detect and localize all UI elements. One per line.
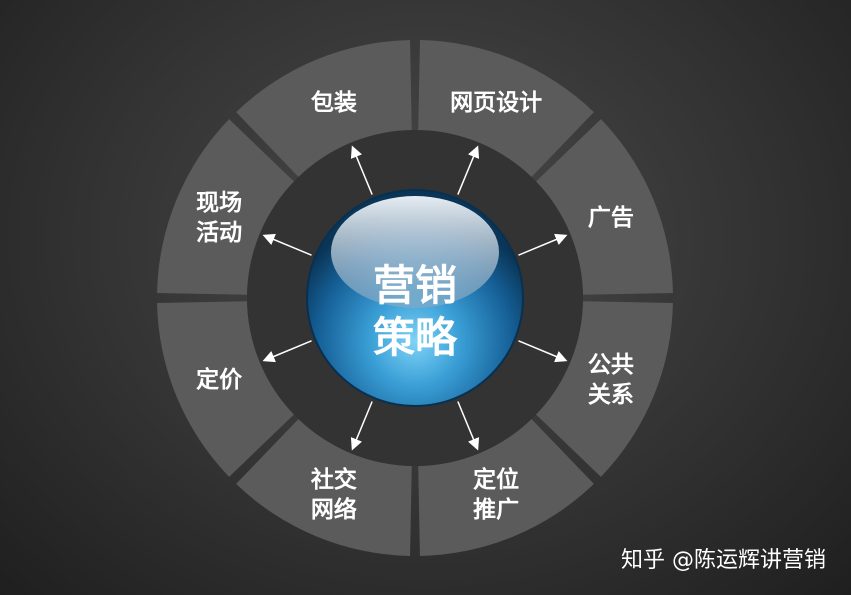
segment-7: [236, 40, 412, 177]
segment-2: [536, 301, 673, 477]
arrow-5: [262, 340, 312, 363]
segment-4: [236, 419, 412, 556]
segment-label-6-line-1: 活动: [196, 220, 242, 246]
segment-label-6-line-0: 现场: [196, 190, 242, 216]
segment-label-3-line-0: 定位: [473, 466, 519, 493]
segment-ring: [157, 40, 673, 556]
arrow-6: [262, 233, 312, 256]
arrow-1: [518, 233, 568, 256]
segment-label-0-line-0: 网页设计: [450, 90, 542, 116]
arrow-7: [350, 145, 373, 195]
segment-6: [157, 119, 294, 295]
center-label-line2: 策略: [373, 313, 458, 362]
segment-label-2-line-0: 公共: [588, 352, 634, 378]
segment-label-7-line-0: 包装: [311, 89, 357, 116]
segment-label-5-line-0: 定价: [196, 366, 243, 393]
segment-label-4-line-0: 社交: [311, 466, 357, 493]
arrow-2: [518, 340, 568, 363]
segment-label-2-line-1: 关系: [588, 381, 634, 408]
segment-label-3-line-1: 推广: [473, 496, 519, 523]
center-sphere-gloss: [331, 196, 499, 308]
segment-1: [536, 119, 673, 295]
segment-label-1-line-0: 广告: [588, 204, 634, 231]
watermark-text: 知乎 @陈运辉讲营销: [621, 548, 826, 573]
segment-5: [157, 301, 294, 477]
segment-3: [418, 419, 594, 556]
arrow-0: [457, 145, 480, 195]
arrow-4: [350, 401, 373, 451]
center-label-line1: 营销: [373, 261, 457, 310]
arrow-3: [457, 401, 480, 451]
segment-label-4-line-1: 网络: [311, 496, 357, 523]
arrow-group: [262, 145, 568, 451]
segment-0: [418, 40, 594, 177]
